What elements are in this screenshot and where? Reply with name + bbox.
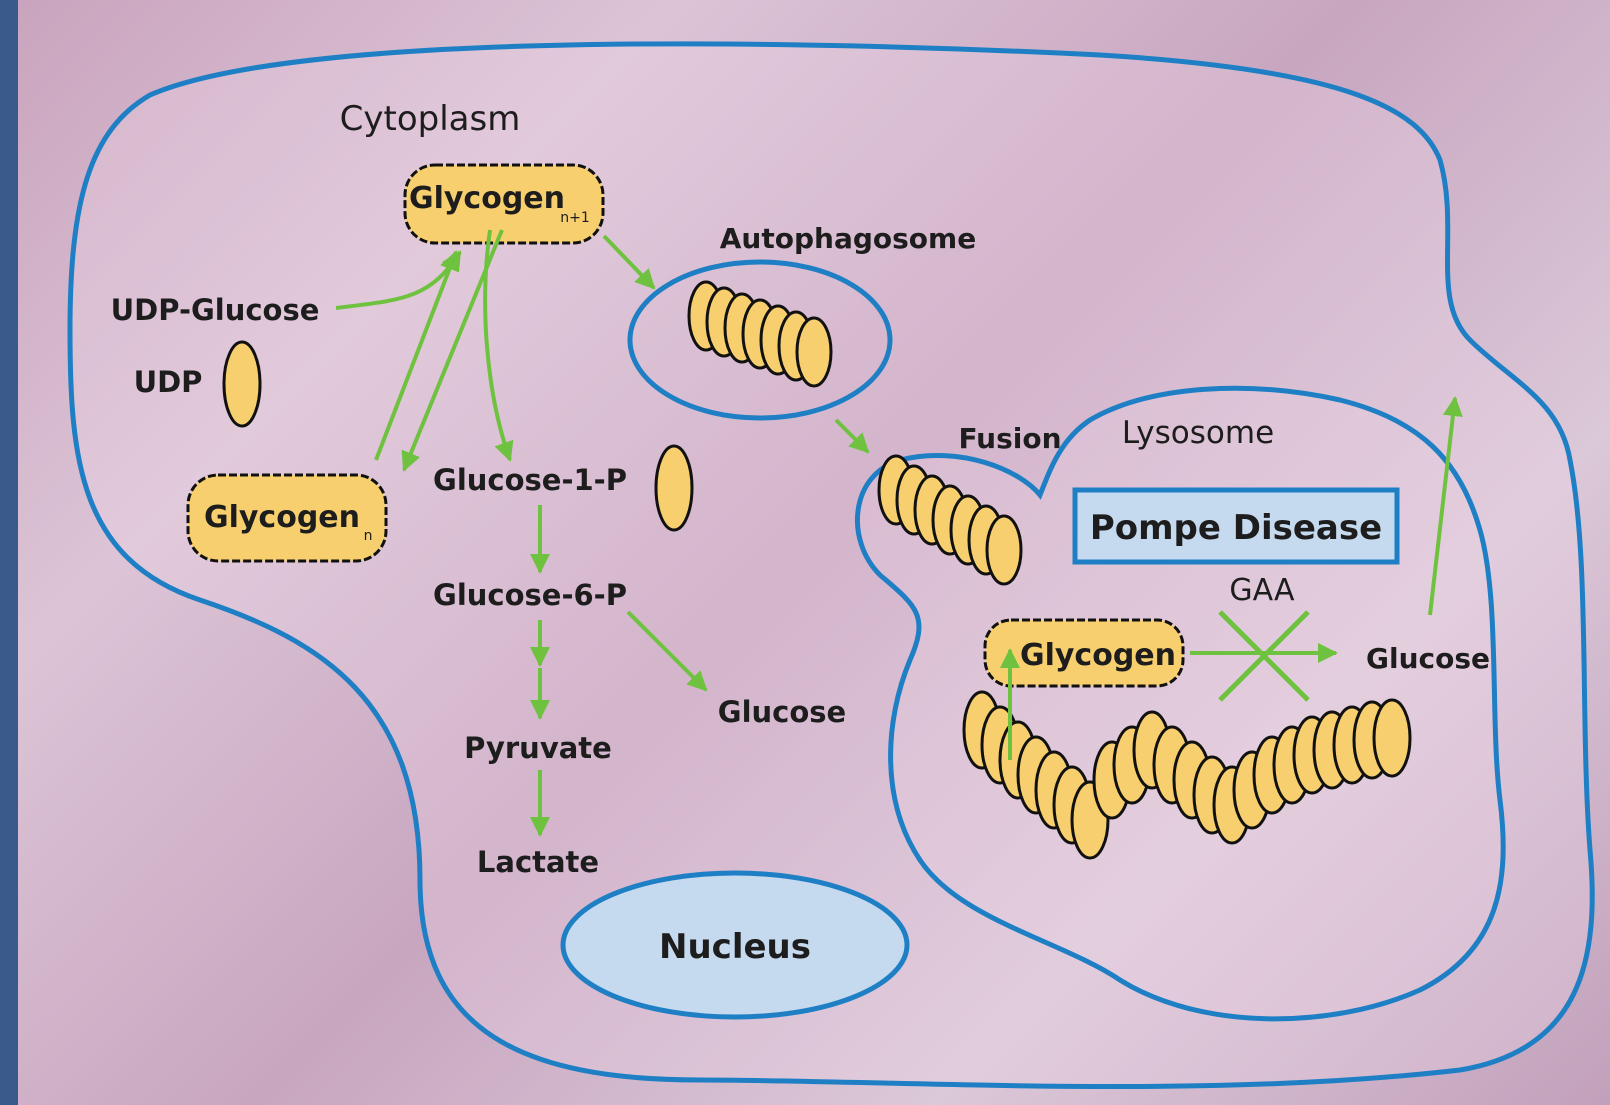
glycogen-left-subscript: n <box>364 528 373 544</box>
glycogen-top-subscript: n+1 <box>560 210 590 226</box>
glycogen-lysosome-label: Glycogen <box>1020 638 1176 673</box>
cytoplasm-label: Cytoplasm <box>340 99 521 139</box>
glycogen-left-label: Glycogen <box>204 500 360 535</box>
page-edge-bar <box>0 0 18 1105</box>
lactate-label: Lactate <box>477 845 599 879</box>
lysosome-label: Lysosome <box>1122 415 1274 451</box>
udp-molecule <box>224 342 260 426</box>
glucose-1p-label: Glucose-1-P <box>433 463 627 497</box>
glucose-lysosome-label: Glucose <box>1366 642 1490 675</box>
glycogen-top-label: Glycogen <box>409 181 565 216</box>
glucose-6p-label: Glucose-6-P <box>433 578 627 612</box>
pyruvate-label: Pyruvate <box>464 731 612 765</box>
gaa-label: GAA <box>1229 573 1295 608</box>
nucleus-label: Nucleus <box>659 927 811 967</box>
udp-label: UDP <box>134 365 203 399</box>
udp-glucose-label: UDP-Glucose <box>111 293 320 327</box>
fusion-label: Fusion <box>958 422 1061 455</box>
glucose-1p-molecule <box>656 446 692 530</box>
autophagosome-label: Autophagosome <box>720 222 976 255</box>
glucose-cytoplasm-label: Glucose <box>718 695 846 729</box>
pompe-disease-label: Pompe Disease <box>1090 508 1382 548</box>
